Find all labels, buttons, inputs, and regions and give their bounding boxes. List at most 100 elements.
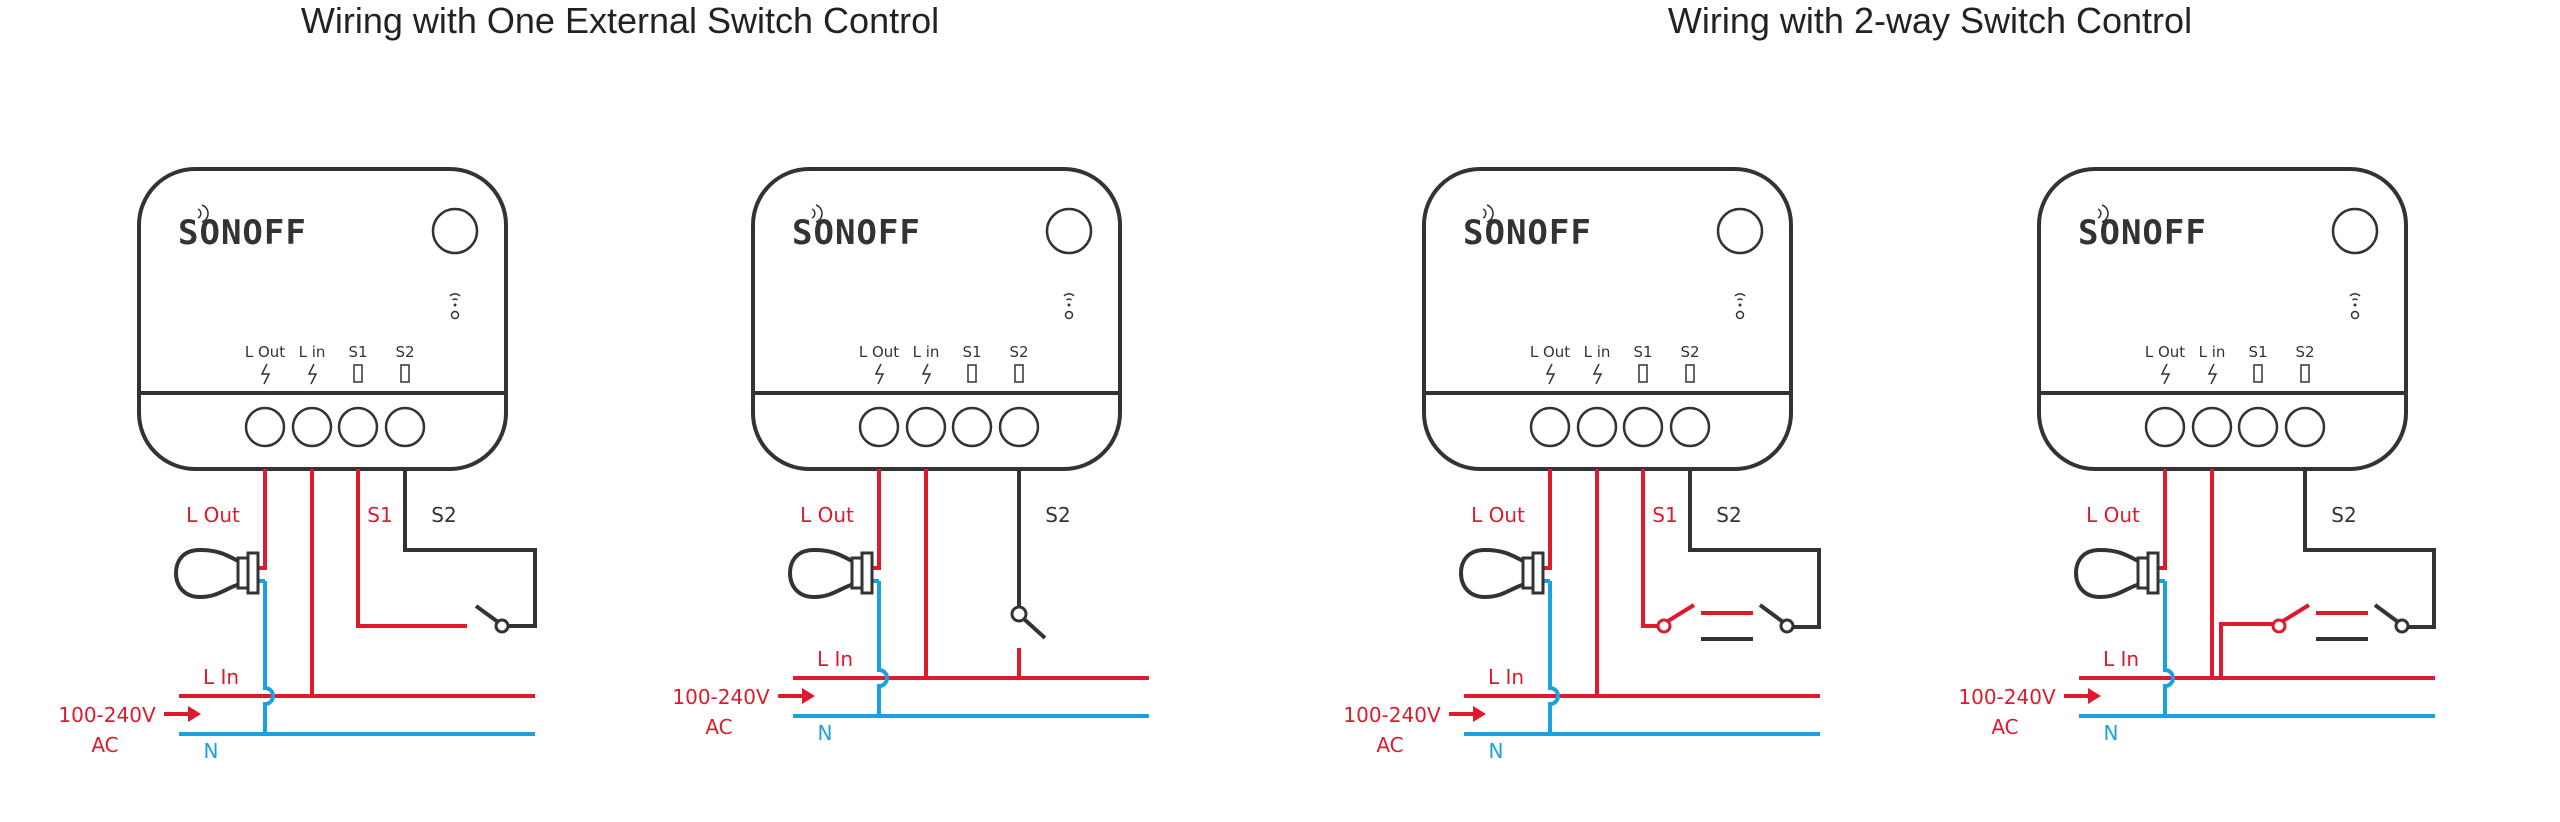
terminal-screw — [1576, 406, 1618, 448]
label-l-out: L Out — [2086, 503, 2140, 527]
label-voltage: 100-240V — [1343, 703, 1441, 727]
switch-terminal-icon — [400, 364, 410, 383]
label-neutral: N — [818, 721, 833, 745]
bulb-socket — [1531, 551, 1545, 595]
pairing-button-icon — [431, 207, 479, 255]
wifi-indicator-dot — [1738, 303, 1742, 307]
lightning-icon — [2207, 363, 2218, 385]
switch-a-lever-icon — [2281, 603, 2311, 623]
logo-wifi-icon — [197, 204, 209, 223]
lightning-icon — [874, 363, 885, 385]
pairing-button-icon — [1716, 207, 1764, 255]
terminal-screw — [998, 406, 1040, 448]
s1-wire — [356, 469, 467, 628]
label-s2: S2 — [2331, 503, 2356, 527]
switch-terminal-icon — [1014, 364, 1024, 383]
label-ac: AC — [1991, 715, 2018, 739]
lightning-icon — [1545, 363, 1556, 385]
switch-terminal-icon — [967, 364, 977, 383]
lightning-icon — [1592, 363, 1603, 385]
terminal-screw — [905, 406, 947, 448]
switch-b-pivot — [2394, 618, 2410, 634]
label-ac: AC — [1376, 733, 1403, 757]
label-s2: S2 — [1045, 503, 1070, 527]
lightning-icon — [2160, 363, 2171, 385]
terminal-label: S2 — [1009, 343, 1028, 361]
switch-pivot — [494, 618, 510, 634]
arrow-head-icon — [2088, 688, 2101, 704]
wifi-indicator-dot — [453, 303, 457, 307]
neutral-wire — [877, 581, 889, 716]
wifi-indicator-dot — [2353, 303, 2357, 307]
bulb-socket — [246, 551, 260, 595]
logo-wifi-icon — [811, 204, 823, 223]
sonoff-logo: SONOFF — [178, 213, 307, 253]
l-out-wire — [872, 469, 881, 570]
pairing-button-icon — [1045, 207, 1093, 255]
terminal-label: L in — [2199, 343, 2226, 361]
led-indicator-icon — [1064, 310, 1074, 320]
label-ac: AC — [91, 733, 118, 757]
terminal-screw — [2284, 406, 2326, 448]
switch-terminal-icon — [2253, 364, 2263, 383]
label-l-out: L Out — [186, 503, 240, 527]
wifi-indicator-icon — [1734, 293, 1746, 301]
switch-b-pivot — [1779, 618, 1795, 634]
bulb-socket — [2146, 551, 2160, 595]
title-two-way-switch: Wiring with 2-way Switch Control — [1668, 0, 2192, 41]
label-l-out: L Out — [800, 503, 854, 527]
label-s1: S1 — [367, 503, 392, 527]
terminal-label: L Out — [2145, 343, 2185, 361]
led-indicator-icon — [2350, 310, 2360, 320]
label-neutral: N — [204, 739, 219, 763]
light-bulb-icon — [787, 547, 856, 600]
s1-wire — [1641, 469, 1659, 628]
switch-pivot — [1010, 605, 1028, 623]
terminal-screw — [1669, 406, 1711, 448]
switch-lever-icon — [474, 604, 500, 624]
sonoff-logo: SONOFF — [792, 213, 921, 253]
wifi-indicator-icon — [2349, 293, 2361, 301]
switch-b-lever-icon — [2373, 603, 2400, 624]
label-l-in: L In — [1488, 665, 1524, 689]
live-to-switch-wire — [2219, 622, 2274, 678]
pairing-button-icon — [2331, 207, 2379, 255]
label-voltage: 100-240V — [1958, 685, 2056, 709]
terminal-label: S2 — [395, 343, 414, 361]
terminal-label: L in — [299, 343, 326, 361]
switch-b-lever-icon — [1758, 603, 1785, 624]
terminal-screw — [2144, 406, 2186, 448]
terminal-screw — [1622, 406, 1664, 448]
l-out-wire — [1543, 469, 1552, 570]
label-neutral: N — [1489, 739, 1504, 763]
l-out-wire — [258, 469, 267, 570]
terminal-label: L in — [1584, 343, 1611, 361]
switch-lever-icon — [1022, 617, 1047, 640]
switch-a-lever-icon — [1666, 603, 1696, 623]
terminal-screw — [291, 406, 333, 448]
label-neutral: N — [2104, 721, 2119, 745]
lightning-icon — [921, 363, 932, 385]
led-indicator-icon — [450, 310, 460, 320]
terminal-label: L Out — [1530, 343, 1570, 361]
terminal-screw — [951, 406, 993, 448]
terminal-label: S1 — [962, 343, 981, 361]
label-ac: AC — [705, 715, 732, 739]
terminal-label: S1 — [1633, 343, 1652, 361]
terminal-screw — [858, 406, 900, 448]
lightning-icon — [307, 363, 318, 385]
label-l-out: L Out — [1471, 503, 1525, 527]
terminal-label: S2 — [2295, 343, 2314, 361]
switch-terminal-icon — [353, 364, 363, 383]
terminal-label: L in — [913, 343, 940, 361]
switch-terminal-icon — [1685, 364, 1695, 383]
switch-terminal-icon — [1638, 364, 1648, 383]
s2-wire — [403, 469, 537, 628]
label-s2: S2 — [1716, 503, 1741, 527]
sonoff-logo: SONOFF — [1463, 213, 1592, 253]
led-indicator-icon — [1735, 310, 1745, 320]
bulb-socket — [860, 551, 874, 595]
